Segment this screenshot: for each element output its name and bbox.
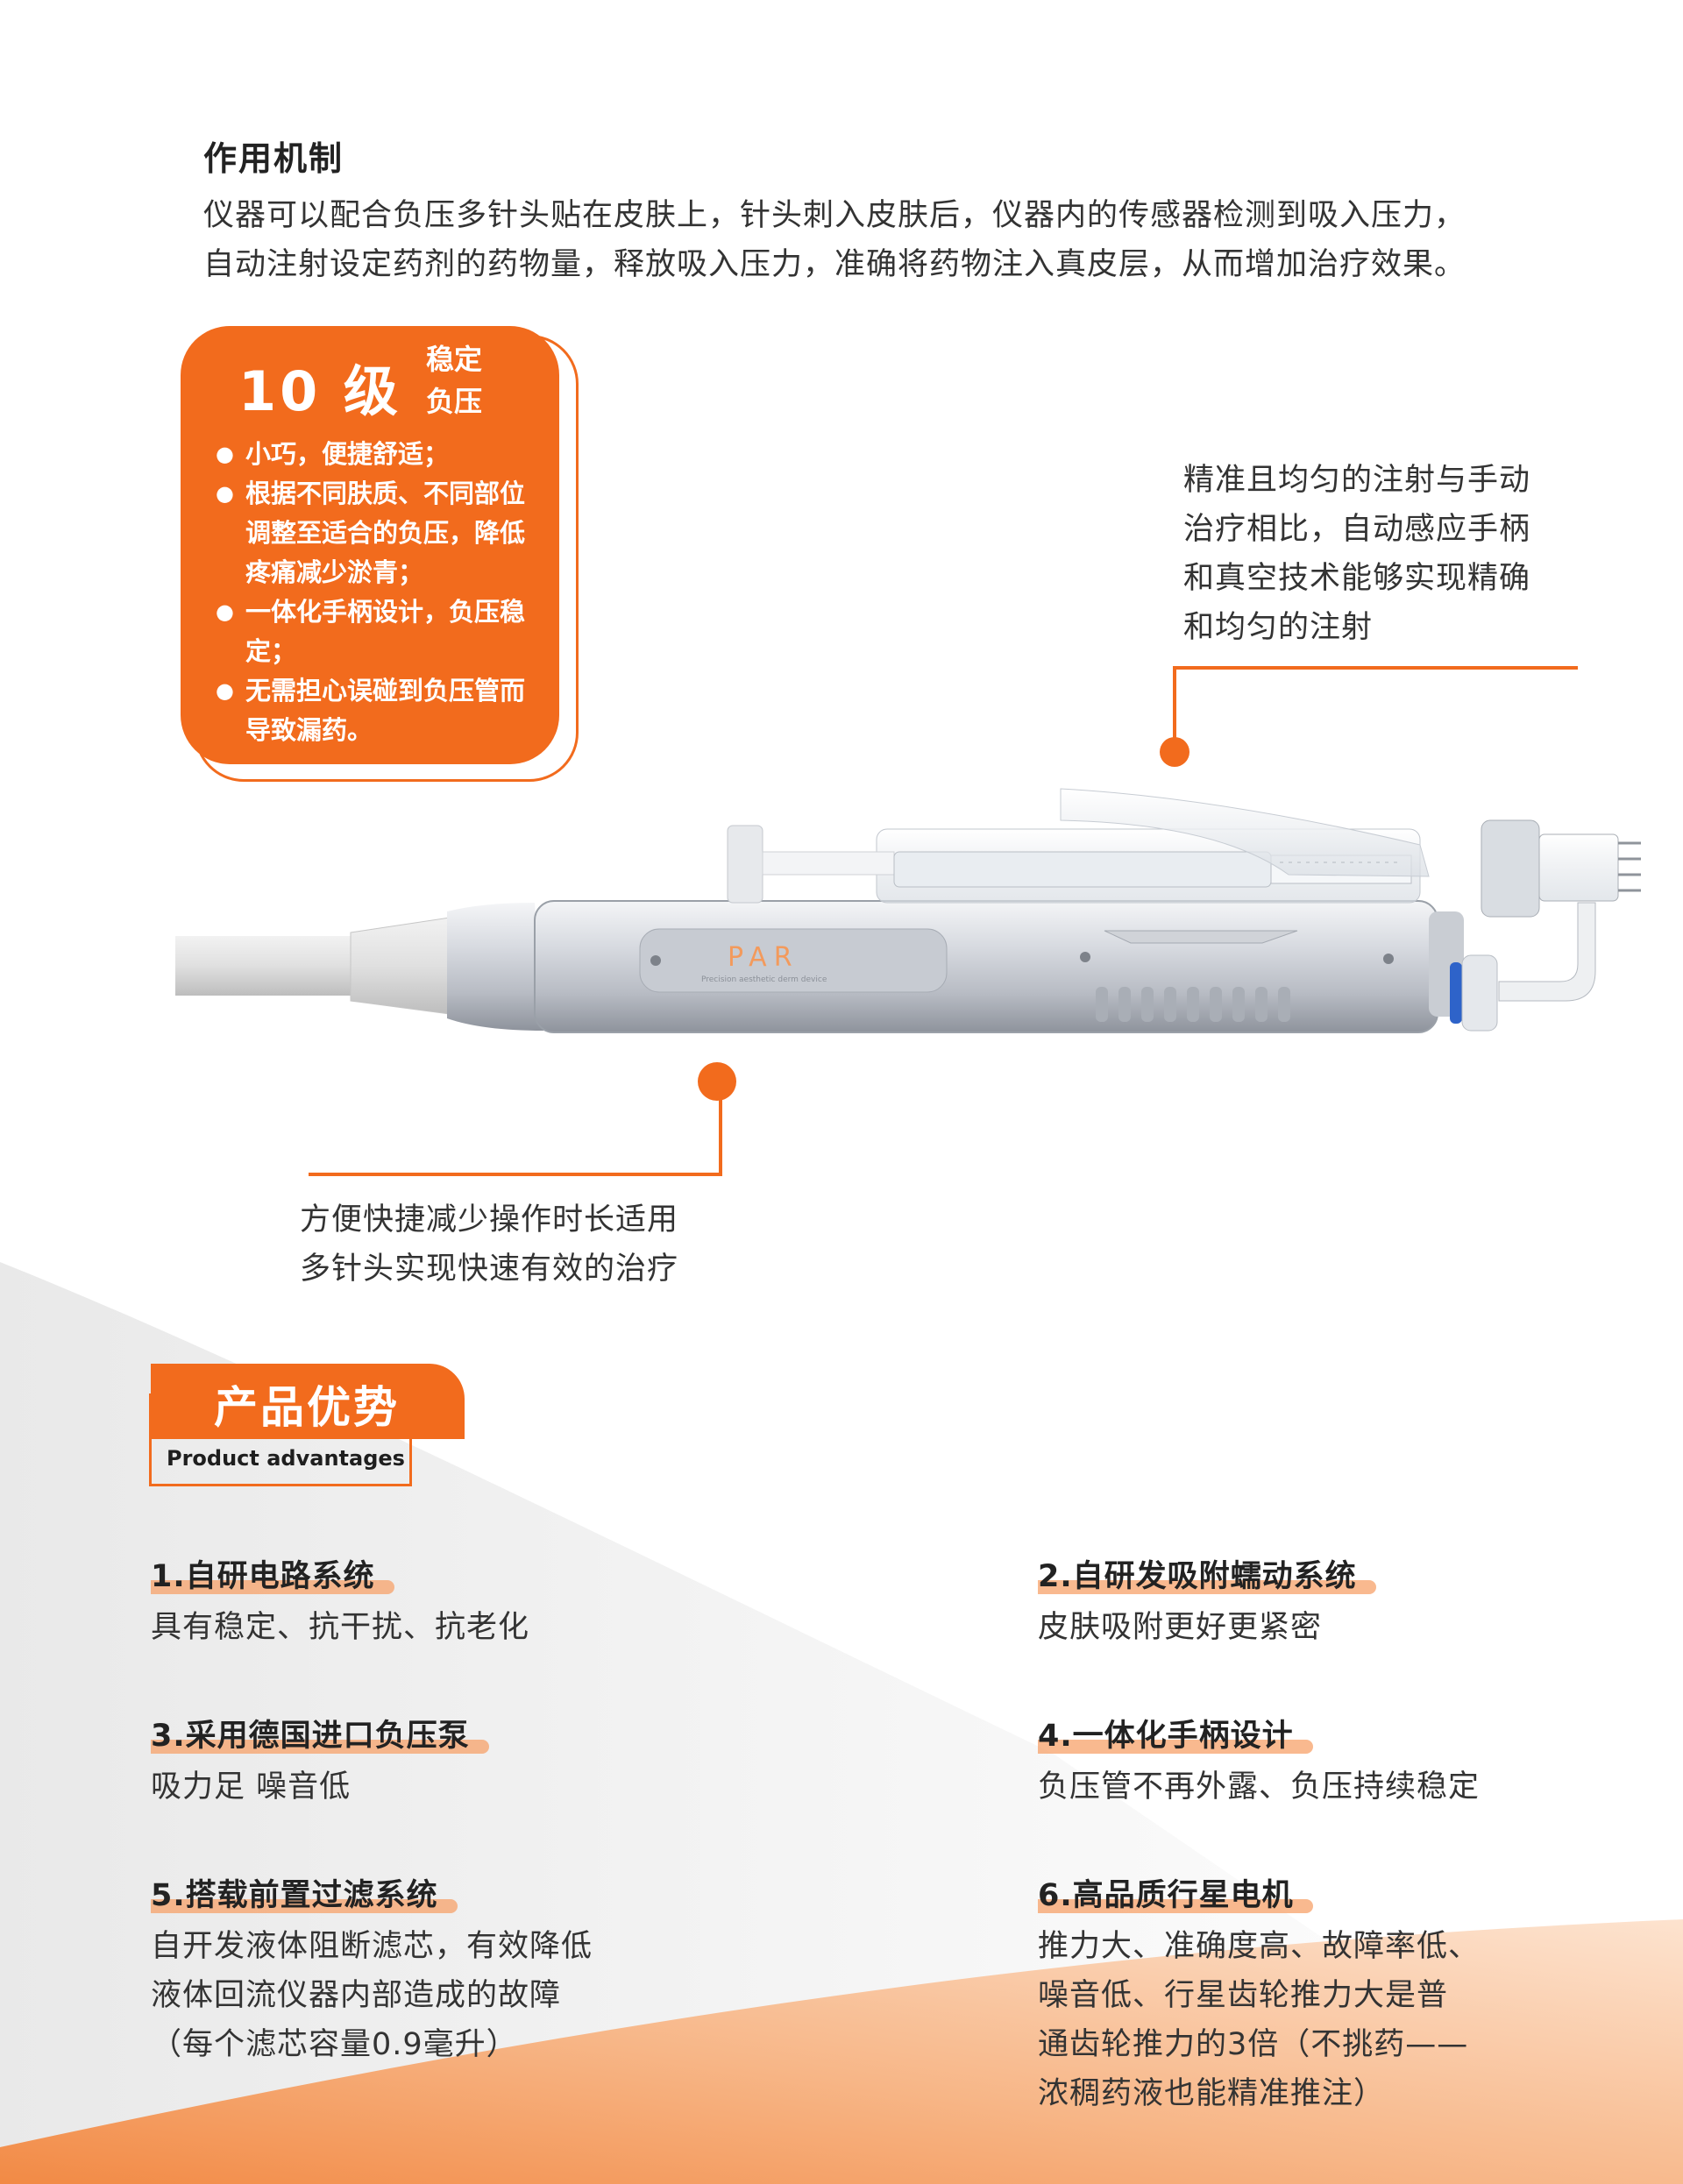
card-bullet: 一体化手柄设计，负压稳定； <box>216 592 549 671</box>
grip-ribs <box>1096 987 1290 1022</box>
callout-top-line-2: 治疗相比，自动感应手柄 <box>1183 512 1531 547</box>
advantages-title-english: Product advantages <box>167 1446 405 1471</box>
mechanism-title: 作用机制 <box>203 139 344 178</box>
advantage-item-5: 5.搭载前置过滤系统 自开发液体阻断滤芯，有效降低 液体回流仪器内部造成的故障 … <box>151 1870 817 2069</box>
callout-bottom: 方便快捷减少操作时长适用 多针头实现快速有效的治疗 <box>300 1195 756 1294</box>
card-bullet: 无需担心误碰到负压管而导致漏药。 <box>216 671 549 750</box>
advantage-heading: 2.自研发吸附蠕动系统 <box>1038 1551 1376 1596</box>
callout-top-line-4: 和均匀的注射 <box>1183 610 1374 645</box>
advantage-desc-line: 浓稠药液也能精准推注） <box>1038 2076 1386 2111</box>
advantages-title: 产品优势 <box>214 1382 400 1433</box>
card-bullet: 根据不同肤质、不同部位调整至适合的负压，降低疼痛减少淤青； <box>216 474 549 592</box>
callout-bottom-line-2: 多针头实现快速有效的治疗 <box>300 1252 679 1287</box>
advantage-desc-line: 皮肤吸附更好更紧密 <box>1038 1610 1323 1645</box>
card-bullet-list: 小巧，便捷舒适； 根据不同肤质、不同部位调整至适合的负压，降低疼痛减少淤青； 一… <box>216 435 549 750</box>
advantage-desc-line: 自开发液体阻断滤芯，有效降低 <box>151 1929 593 1964</box>
advantages-banner: 产品优势 <box>151 1364 465 1439</box>
advantage-desc-line: 推力大、准确度高、故障率低、 <box>1038 1929 1481 1964</box>
advantage-heading: 5.搭载前置过滤系统 <box>151 1870 458 1915</box>
advantage-description: 推力大、准确度高、故障率低、 噪音低、行星齿轮推力大是普 通齿轮推力的3倍（不挑… <box>1038 1922 1683 2118</box>
advantage-desc-line: （每个滤芯容量0.9毫升） <box>151 2027 518 2062</box>
callout-top-line-1: 精准且均匀的注射与手动 <box>1183 463 1531 498</box>
advantage-description: 自开发液体阻断滤芯，有效降低 液体回流仪器内部造成的故障 （每个滤芯容量0.9毫… <box>151 1922 817 2069</box>
advantage-item-2: 2.自研发吸附蠕动系统 皮肤吸附更好更紧密 <box>1038 1551 1683 1652</box>
callout-top: 精准且均匀的注射与手动 治疗相比，自动感应手柄 和真空技术能够实现精确 和均匀的… <box>1183 456 1639 652</box>
mechanism-description: 仪器可以配合负压多针头贴在皮肤上，针头刺入皮肤后，仪器内的传感器检测到吸入压力，… <box>203 191 1641 289</box>
card-bullet: 小巧，便捷舒适； <box>216 435 549 474</box>
advantage-heading: 3.采用德国进口负压泵 <box>151 1711 489 1755</box>
device-illustration: PAR Precision aesthetic derm device <box>175 788 1641 1033</box>
advantage-heading: 6.高品质行星电机 <box>1038 1870 1313 1915</box>
card-subtitle-line-2: 负压 <box>426 385 483 418</box>
card-level: 10 级 <box>238 359 401 423</box>
advantage-item-1: 1.自研电路系统 具有稳定、抗干扰、抗老化 <box>151 1551 817 1652</box>
card-subtitle-line-1: 稳定 <box>426 343 483 376</box>
callout-bottom-line-1: 方便快捷减少操作时长适用 <box>300 1202 679 1237</box>
device-logo-subtext: Precision aesthetic derm device <box>701 975 827 984</box>
advantage-desc-line: 噪音低、行星齿轮推力大是普 <box>1038 1978 1449 2013</box>
advantage-desc-line: 负压管不再外露、负压持续稳定 <box>1038 1769 1481 1805</box>
advantage-item-6: 6.高品质行星电机 推力大、准确度高、故障率低、 噪音低、行星齿轮推力大是普 通… <box>1038 1870 1683 2118</box>
mechanism-line-1: 仪器可以配合负压多针头贴在皮肤上，针头刺入皮肤后，仪器内的传感器检测到吸入压力， <box>203 198 1466 233</box>
advantage-heading: 4.一体化手柄设计 <box>1038 1711 1313 1755</box>
callout-top-line-3: 和真空技术能够实现精确 <box>1183 561 1531 596</box>
mechanism-line-2: 自动注射设定药剂的药物量，释放吸入压力，准确将药物注入真皮层，从而增加治疗效果。 <box>203 247 1466 282</box>
advantage-item-4: 4.一体化手柄设计 负压管不再外露、负压持续稳定 <box>1038 1711 1683 1812</box>
advantage-heading: 1.自研电路系统 <box>151 1551 394 1596</box>
advantage-description: 具有稳定、抗干扰、抗老化 <box>151 1603 817 1652</box>
advantage-desc-line: 具有稳定、抗干扰、抗老化 <box>151 1610 530 1645</box>
advantage-description: 吸力足 噪音低 <box>151 1762 817 1812</box>
advantage-desc-line: 液体回流仪器内部造成的故障 <box>151 1978 562 2013</box>
advantage-item-3: 3.采用德国进口负压泵 吸力足 噪音低 <box>151 1711 817 1812</box>
advantage-desc-line: 吸力足 噪音低 <box>151 1769 352 1805</box>
device-logo: PAR <box>728 942 799 973</box>
card-subtitle: 稳定 负压 <box>426 338 505 422</box>
advantage-description: 负压管不再外露、负压持续稳定 <box>1038 1762 1683 1812</box>
feature-card: 10 级 稳定 负压 小巧，便捷舒适； 根据不同肤质、不同部位调整至适合的负压，… <box>181 326 559 764</box>
advantage-description: 皮肤吸附更好更紧密 <box>1038 1603 1683 1652</box>
advantage-desc-line: 通齿轮推力的3倍（不挑药—— <box>1038 2027 1469 2062</box>
